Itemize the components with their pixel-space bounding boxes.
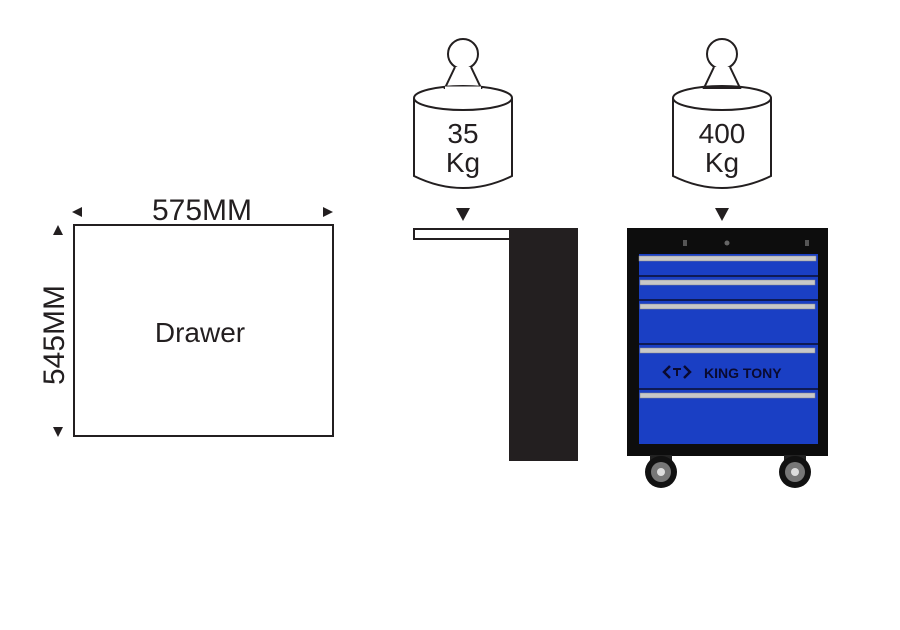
caster-wheel <box>645 455 677 488</box>
drawer-handle <box>639 347 816 354</box>
drawer-handle <box>639 392 816 399</box>
weight-icon-400kg: 400 Kg <box>672 38 772 189</box>
arrow-up-icon <box>53 225 63 235</box>
drawer-handle <box>639 279 816 286</box>
tool-cabinet-image: KING TONY <box>627 228 828 488</box>
arrow-down-icon <box>715 208 729 221</box>
width-label: 575MM <box>152 194 252 227</box>
drawer-handle <box>639 303 816 310</box>
drawer-handle <box>638 255 817 262</box>
arrow-down-icon <box>53 427 63 437</box>
weight-icon-35kg: 35 Kg <box>413 38 513 189</box>
drawer-dimension-figure: 575MM 545MM Drawer <box>38 194 334 437</box>
drawer-label: Drawer <box>155 317 245 348</box>
arrow-left-icon <box>72 207 82 217</box>
drawer-side-view <box>413 228 578 461</box>
arrow-down-icon <box>456 208 470 221</box>
weight-unit: Kg <box>705 147 739 178</box>
brand-name: KING TONY <box>704 365 782 381</box>
arrow-right-icon <box>323 207 333 217</box>
king-tony-logo: KING TONY <box>662 365 782 381</box>
weight-value: 35 <box>447 118 478 149</box>
drawer-outline <box>73 224 334 437</box>
weight-value: 400 <box>699 118 746 149</box>
weight-unit: Kg <box>446 147 480 178</box>
depth-label: 545MM <box>38 285 71 385</box>
caster-wheel <box>779 455 811 488</box>
